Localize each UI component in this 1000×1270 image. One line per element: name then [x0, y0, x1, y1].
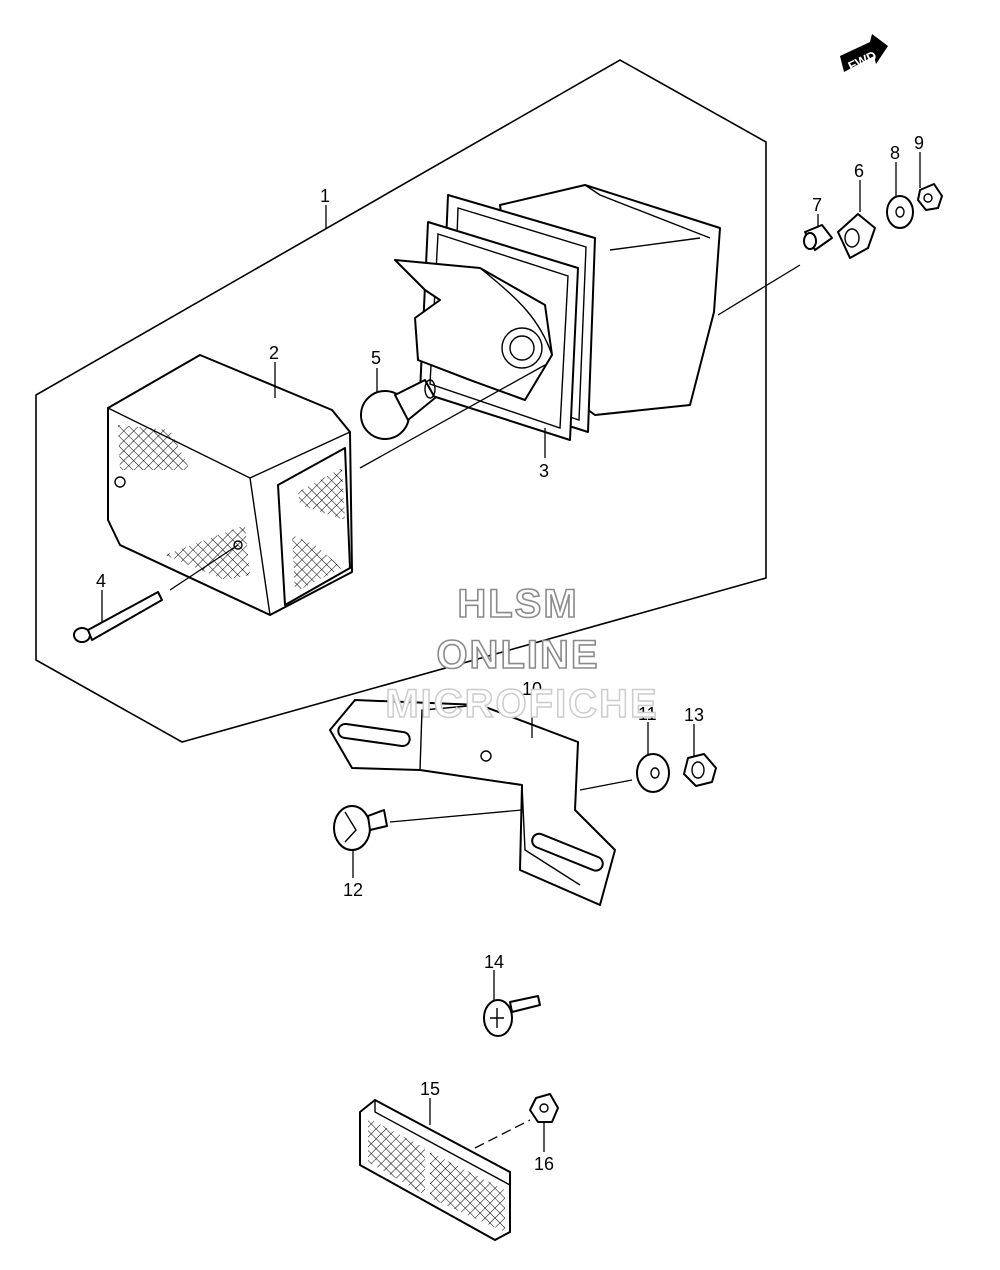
nut-9: [917, 183, 943, 211]
watermark-line-3: MICROFICHE: [385, 682, 658, 726]
assembly-line-reflector-nut: [474, 1119, 531, 1149]
callout-4: 4: [96, 571, 106, 591]
bulb: [360, 379, 436, 440]
bolt-12: [333, 805, 388, 851]
callout-15: 15: [420, 1079, 440, 1099]
watermark: HLSM ONLINE MICROFICHE: [385, 581, 658, 727]
callout-12: 12: [343, 880, 363, 900]
watermark-line-1: HLSM: [457, 582, 578, 626]
assembly-line-lens-housing: [359, 364, 546, 469]
nut-16: [529, 1093, 559, 1123]
callout-11: 11: [638, 704, 657, 724]
callout-2: 2: [269, 343, 279, 363]
washer-11: [636, 753, 670, 793]
long-screw: [73, 591, 163, 643]
callout-3: 3: [539, 461, 549, 481]
callout-1: 1: [320, 186, 330, 206]
callout-9: 9: [914, 133, 924, 153]
callout-14: 14: [484, 952, 504, 972]
grommet: [837, 213, 876, 259]
callout-7: 7: [812, 195, 822, 215]
callout-5: 5: [371, 348, 381, 368]
collar: [803, 224, 833, 251]
callout-10: 10: [522, 679, 542, 699]
assembly-outline-box: [35, 59, 767, 743]
lamp-lens: [107, 354, 353, 616]
assembly-line-housing-collar: [717, 264, 801, 316]
callout-8: 8: [890, 143, 900, 163]
callout-6: 6: [854, 161, 864, 181]
washer-8: [886, 195, 914, 229]
callout-16: 16: [534, 1154, 554, 1174]
assembly-line-bolt-bracket: [389, 809, 523, 823]
forward-direction-badge: FWD: [840, 34, 888, 74]
assembly-line-bracket-washer: [579, 779, 633, 791]
callout-13: 13: [684, 705, 704, 725]
nut-13: [683, 753, 717, 787]
rear-reflector: [359, 1099, 511, 1241]
watermark-line-2: ONLINE: [436, 633, 599, 677]
assembly-line-screw-lens: [169, 544, 239, 591]
mounting-bracket: [329, 699, 616, 906]
lamp-housing: [394, 184, 721, 441]
bolt-14: [483, 995, 541, 1037]
